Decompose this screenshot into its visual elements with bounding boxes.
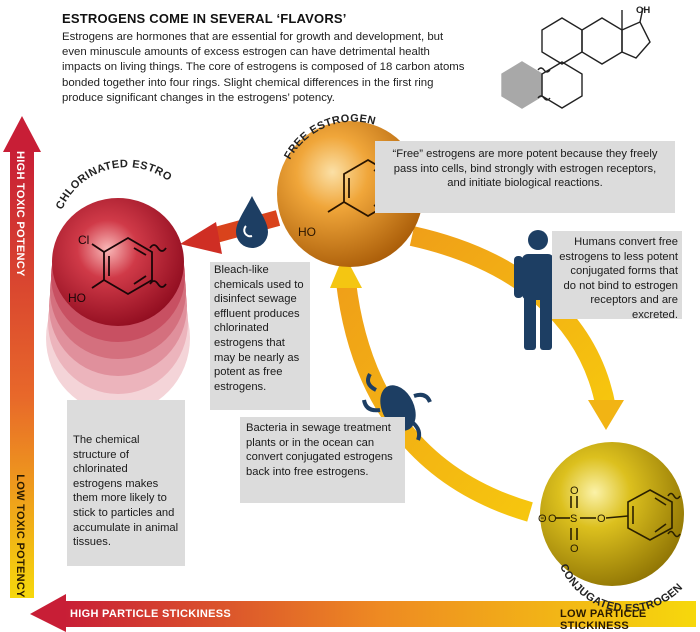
steroid-oh-label: OH bbox=[636, 5, 650, 16]
bacteria-note: Bacteria in sewage treatment plants or i… bbox=[240, 417, 405, 503]
low-toxic-potency-label: LOW TOXIC POTENCY bbox=[14, 474, 26, 598]
toxic-potency-axis bbox=[3, 116, 41, 598]
steroid-structure bbox=[501, 7, 651, 109]
humans-note: Humans convert free estrogens to less po… bbox=[552, 231, 682, 321]
free-ho-label: HO bbox=[298, 225, 316, 239]
free-estrogen-note: “Free” estrogens are more potent because… bbox=[375, 141, 675, 213]
conjugated-o-bottom: O bbox=[570, 543, 579, 555]
conjugated-s-label: S bbox=[570, 513, 577, 525]
page-title: ESTROGENS COME IN SEVERAL ‘FLAVORS’ bbox=[62, 11, 347, 26]
high-particle-stickiness-label: HIGH PARTICLE STICKINESS bbox=[70, 608, 232, 620]
conjugated-o-left: O bbox=[548, 513, 557, 525]
high-toxic-potency-label: HIGH TOXIC POTENCY bbox=[14, 151, 26, 277]
low-particle-stickiness-label: LOW PARTICLE STICKINESS bbox=[560, 608, 647, 632]
conjugated-estrogen-node: Θ O S O O O CONJUGATED ESTROGEN bbox=[538, 442, 685, 615]
chlorinated-cl-label: Cl bbox=[78, 233, 89, 247]
particle-stickiness-axis bbox=[30, 594, 696, 632]
conjugated-o-top: O bbox=[570, 485, 579, 497]
water-drop-icon bbox=[236, 196, 268, 248]
bleach-note: Bleach-like chemicals used to disinfect … bbox=[210, 262, 310, 410]
conjugated-theta-label: Θ bbox=[538, 513, 547, 525]
intro-paragraph: Estrogens are hormones that are essentia… bbox=[62, 31, 465, 104]
chlorinated-note: The chemical structure of chlorinated es… bbox=[67, 400, 185, 566]
chlorinated-ho-label: HO bbox=[68, 291, 86, 305]
conjugated-o-right: O bbox=[597, 513, 606, 525]
